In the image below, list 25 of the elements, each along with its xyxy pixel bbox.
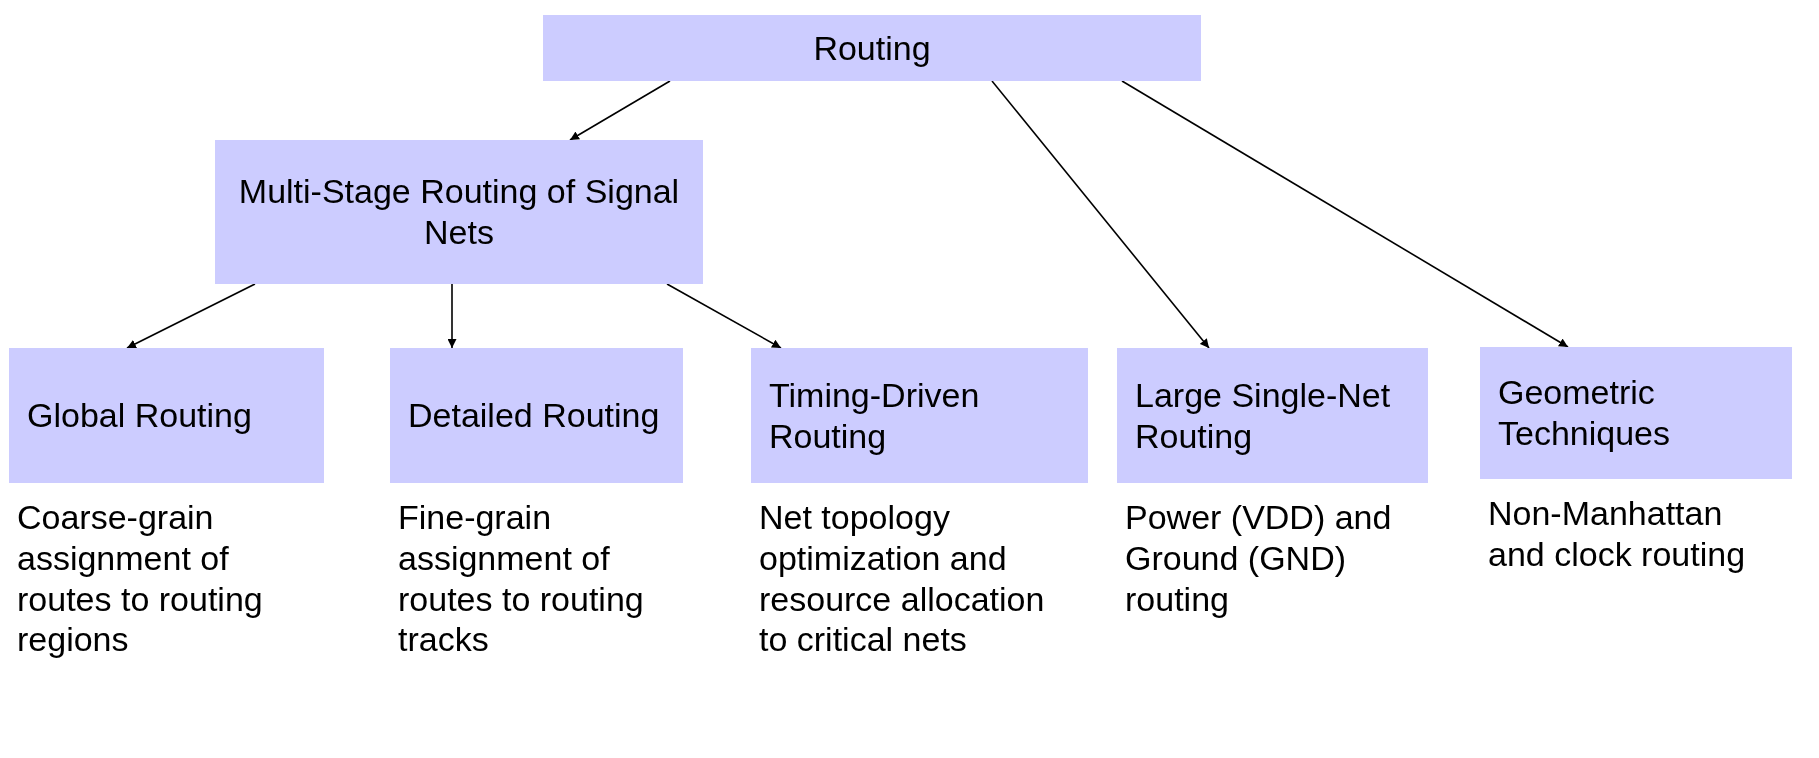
process-box	[751, 348, 1088, 483]
description-text: Net topology optimization and resource allocation to critical nets	[759, 497, 1046, 661]
arrow	[666, 283, 782, 349]
description-text: Fine-grain assignment of routes to routing tracks	[398, 497, 645, 661]
process-box	[543, 15, 1201, 81]
process-box	[215, 140, 703, 284]
node-label: Large Single-Net Routing	[1135, 374, 1392, 457]
node-label: Multi-Stage Routing of Signal Nets	[237, 171, 681, 253]
process-box	[9, 348, 324, 483]
description-text: Non-Manhattan and clock routing	[1488, 493, 1747, 575]
process-box	[390, 348, 683, 483]
node-label: Routing	[813, 27, 931, 69]
process-box	[1480, 347, 1792, 479]
node-label: Detailed Routing	[408, 395, 660, 436]
process-box	[1117, 348, 1428, 483]
arrow	[569, 80, 671, 141]
node-label: Timing-Driven Routing	[769, 374, 981, 457]
arrow	[126, 283, 256, 349]
node-label: Geometric Techniques	[1498, 372, 1671, 454]
description-text: Power (VDD) and Ground (GND) routing	[1125, 497, 1393, 620]
description-text: Coarse-grain assignment of routes to routing regions	[17, 497, 264, 661]
arrow	[447, 283, 457, 349]
node-label: Global Routing	[27, 395, 252, 436]
arrow	[1121, 80, 1569, 348]
arrow	[991, 80, 1210, 349]
